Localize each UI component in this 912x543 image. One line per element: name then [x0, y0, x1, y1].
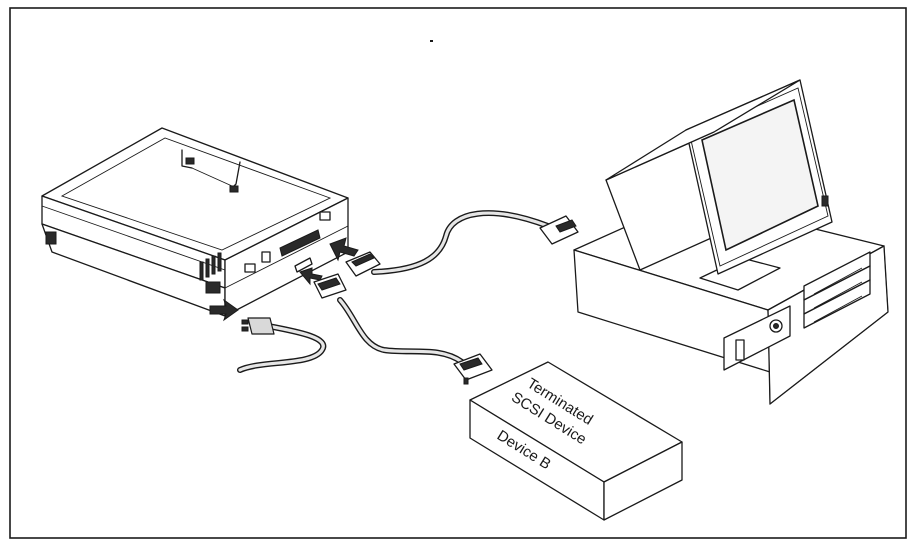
arrow-scsi-device [299, 267, 323, 286]
rear-port-round [261, 251, 271, 263]
device-side [603, 441, 683, 521]
desktop-pc [573, 79, 889, 405]
stray-mark [430, 40, 433, 42]
drive-bays [803, 251, 871, 329]
power-cord [237, 317, 327, 373]
scsi-cable-to-pc [371, 210, 551, 275]
rear-port-top [319, 211, 331, 221]
monitor-knob [821, 195, 829, 207]
pc-slot [735, 339, 745, 361]
monitor-screen [701, 98, 819, 252]
rear-port-small [244, 263, 256, 273]
parallel-port [294, 257, 313, 273]
vent-slots [199, 252, 222, 281]
scsi-port [279, 229, 321, 257]
arrow-scsi-monitor [329, 237, 359, 262]
arrow-power [209, 298, 239, 322]
monitor-top [605, 79, 801, 181]
power-plug [247, 317, 275, 335]
scsi-device-box: Terminated SCSI Device Device B [469, 361, 683, 521]
lid-latch-left [181, 149, 193, 169]
power-port [205, 281, 221, 294]
scsi-cable-to-device [337, 297, 465, 365]
side-jack [45, 231, 57, 245]
